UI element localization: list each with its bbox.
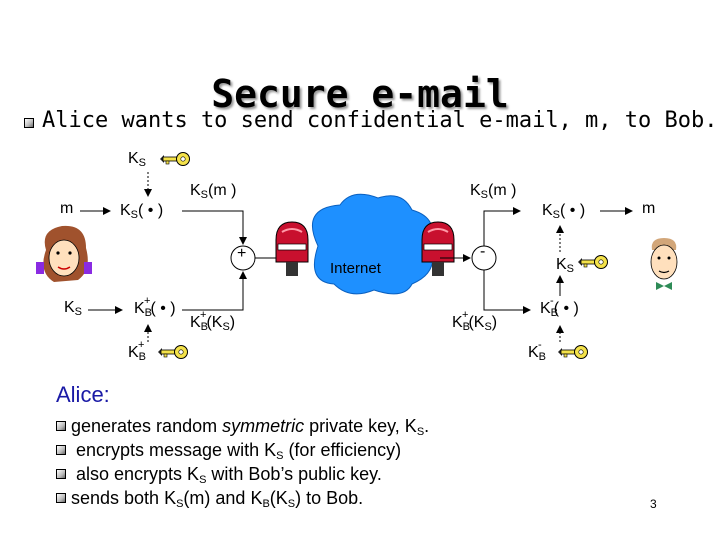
label-kb-priv-key: KB- bbox=[528, 339, 547, 363]
key-icon bbox=[557, 345, 588, 359]
page-number: 3 bbox=[650, 497, 657, 511]
list-item: encrypts message with KS (for efficiency… bbox=[56, 440, 401, 462]
label-ksm-left: KS(m ) bbox=[190, 182, 237, 201]
key-icon bbox=[159, 152, 190, 166]
label-m-right: m bbox=[642, 200, 656, 217]
label-ksm-right: KS(m ) bbox=[470, 182, 517, 201]
bob-face-icon bbox=[650, 238, 678, 290]
key-icon bbox=[577, 255, 608, 269]
list-item: generates random symmetric private key, … bbox=[56, 416, 429, 438]
label-ks-key-top: KS bbox=[128, 150, 147, 169]
list-item: sends both KS(m) and KB(KS) to Bob. bbox=[56, 488, 363, 510]
label-kb-ks-left: KB+(KS) bbox=[190, 309, 236, 333]
label-kb-pub-key: KB+ bbox=[128, 339, 147, 363]
label-minus-op: - bbox=[480, 243, 486, 260]
label-internet: Internet bbox=[330, 260, 381, 277]
label-ks-right: KS bbox=[556, 256, 575, 275]
bullet-icon bbox=[56, 493, 66, 503]
internet-cloud bbox=[311, 193, 434, 295]
bullet-icon bbox=[56, 445, 66, 455]
list-item: also encrypts KS with Bob’s public key. bbox=[56, 464, 382, 486]
notes-heading: Alice: bbox=[56, 382, 110, 407]
label-ks-left: KS bbox=[64, 299, 83, 318]
label-kb-pub-encrypt: KB+( • ) bbox=[134, 295, 176, 319]
bullet-icon bbox=[56, 469, 66, 479]
label-kb-ks-right: KB+(KS) bbox=[452, 309, 498, 333]
key-icon bbox=[157, 345, 188, 359]
label-plus-op: + bbox=[237, 245, 247, 262]
label-m-left: m bbox=[60, 200, 74, 217]
label-kb-priv-decrypt: KB-( • ) bbox=[540, 295, 579, 319]
alice-face-icon bbox=[36, 225, 92, 282]
bullet-icon bbox=[56, 421, 66, 431]
mailbox-icon bbox=[275, 221, 309, 277]
label-ks-encrypt: KS( • ) bbox=[120, 202, 164, 221]
slide-title: Secure e-mail bbox=[211, 72, 509, 116]
label-ks-decrypt: KS( • ) bbox=[542, 202, 586, 221]
bullet-icon bbox=[24, 118, 34, 128]
slide-subtitle: Alice wants to send confidential e-mail,… bbox=[42, 108, 718, 133]
